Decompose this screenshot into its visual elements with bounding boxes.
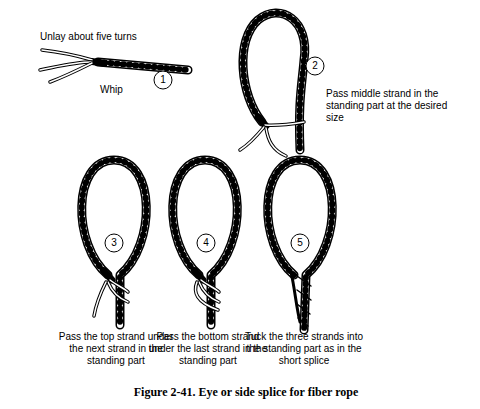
callout-circle: 3 [104, 233, 124, 253]
rope-panel-3 [82, 160, 147, 325]
rope-panel-5 [268, 160, 333, 330]
callout-number: 5 [290, 233, 310, 253]
callout-number: 3 [104, 233, 124, 253]
instruction-label: Whip [100, 84, 140, 96]
rope-panel-4 [173, 160, 238, 325]
callout-circle: 5 [290, 233, 310, 253]
instruction-label: Unlay about five turns [40, 31, 180, 43]
callout-number: 4 [196, 233, 216, 253]
callout-circle: 2 [305, 56, 325, 76]
instruction-label: Tuck the three strands into the standing… [240, 331, 368, 367]
callout-number: 2 [305, 56, 325, 76]
instruction-label: Pass middle strand in the standing part … [326, 88, 466, 124]
rope-panel-2 [240, 13, 305, 156]
callout-circle: 4 [196, 233, 216, 253]
callout-number: 1 [153, 70, 173, 90]
figure-caption: Figure 2-41. Eye or side splice for fibe… [6, 385, 480, 400]
callout-circle: 1 [153, 70, 173, 90]
